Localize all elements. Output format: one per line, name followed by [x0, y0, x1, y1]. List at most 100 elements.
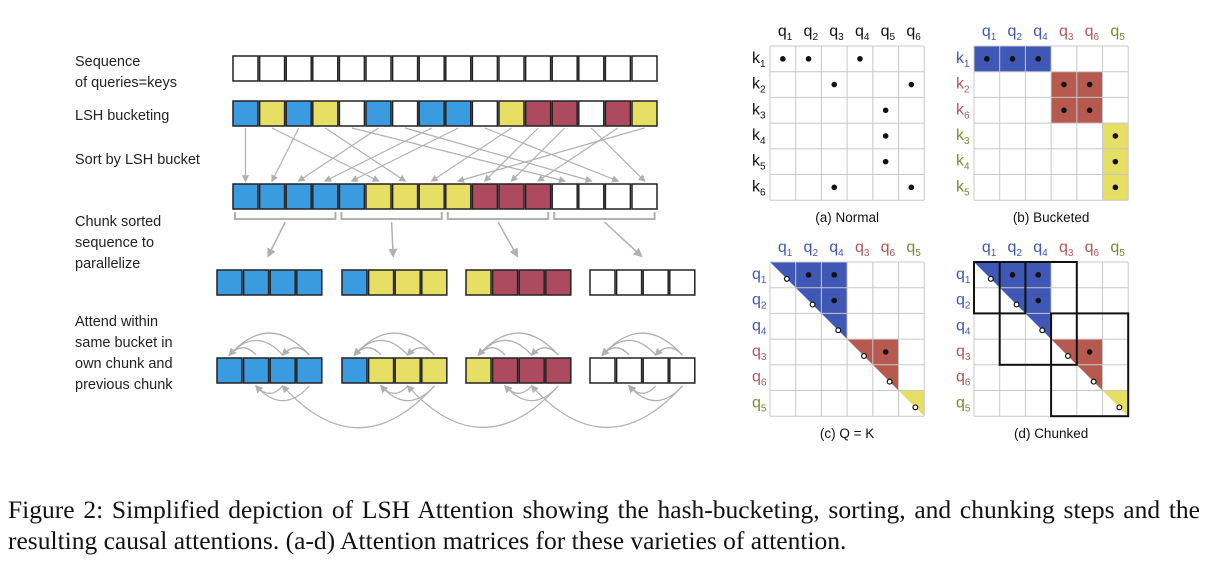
attention-arc [504, 384, 533, 394]
sorted-token-10 [471, 183, 499, 210]
sorted-token-1 [232, 183, 259, 210]
sorted-token-13 [551, 183, 578, 210]
bucketed-token-8 [418, 100, 445, 127]
attention-arc [530, 384, 683, 428]
attention-dot [908, 184, 915, 191]
row-label-4: Chunk sorted [75, 214, 161, 230]
attention-arc [477, 339, 533, 357]
sequence-token-13 [551, 55, 578, 82]
row-label-1: of queries=keys [75, 75, 177, 91]
chunk-bracket [446, 212, 550, 220]
column-label: q2 [804, 239, 819, 259]
chunk-token-3 [269, 269, 296, 296]
attention-dot [805, 272, 812, 278]
row-label: q1 [956, 266, 971, 286]
figure-caption: Figure 2: Simplified depiction of LSH At… [8, 495, 1200, 555]
sequence-token-3 [285, 55, 312, 82]
attention-arc [628, 384, 683, 402]
attention-dot [780, 56, 786, 62]
attend-token-2 [242, 357, 270, 384]
self-attention-dot [1039, 327, 1046, 334]
sort-arrow [430, 127, 512, 182]
attend-token-8 [421, 357, 448, 384]
bucket-fill [898, 390, 925, 417]
sequence-token-6 [365, 55, 392, 82]
self-attention-dot [1064, 352, 1071, 359]
bucketed-token-6 [365, 100, 392, 127]
sorted-token-5 [338, 183, 366, 210]
attention-dot [1035, 297, 1042, 304]
bucketed-token-2 [258, 100, 286, 127]
column-label: q4 [1033, 23, 1048, 43]
column-label: q5 [881, 23, 896, 43]
bucketed-token-12 [524, 100, 552, 127]
row-label: k2 [956, 76, 970, 96]
self-attention-dot [835, 327, 842, 334]
self-attention-dot [1090, 378, 1097, 385]
column-label: q1 [778, 239, 793, 259]
sort-arrow [536, 127, 619, 182]
self-attention-dot [1116, 404, 1123, 411]
chunk-arrow [388, 221, 398, 258]
matrix-caption: (d) Chunked [1014, 426, 1088, 441]
column-label: q5 [906, 239, 921, 259]
column-label: q3 [1059, 239, 1074, 259]
sort-arrow [510, 127, 566, 183]
sorted-token-16 [631, 183, 658, 210]
sort-arrow [350, 127, 459, 182]
chunk-bracket [553, 212, 656, 220]
sequence-token-2 [258, 55, 286, 82]
attention-arc [228, 347, 257, 357]
row-label: q4 [752, 317, 767, 337]
row-label-5: Attend within [75, 314, 158, 330]
attention-dot [984, 56, 990, 62]
chunk-token-4 [296, 269, 323, 296]
chunk-token-14 [615, 269, 643, 296]
row-label: q4 [956, 317, 971, 337]
column-label: q6 [1085, 239, 1100, 259]
sequence-token-1 [232, 55, 259, 82]
attend-token-16 [669, 357, 696, 384]
attention-arc [353, 347, 382, 357]
attention-dot [908, 81, 915, 88]
column-label: q1 [982, 23, 997, 43]
sorted-token-14 [578, 183, 605, 210]
row-label: k2 [752, 76, 766, 96]
sort-arrow [324, 127, 432, 182]
column-label: q6 [1085, 23, 1100, 43]
sequence-token-11 [498, 55, 525, 82]
chunk-token-1 [216, 269, 243, 296]
bucketed-token-15 [604, 100, 632, 127]
bucket-fill [1102, 390, 1129, 417]
column-label: q6 [906, 23, 921, 43]
sequence-token-16 [631, 55, 658, 82]
attention-arc [380, 384, 409, 394]
column-label: q2 [1008, 23, 1023, 43]
bucket-fill [974, 262, 1052, 340]
sort-arrow [351, 127, 567, 184]
row-label: q6 [956, 369, 971, 389]
self-attention-dot [987, 275, 994, 282]
attention-arc [654, 347, 683, 357]
column-label: q5 [1110, 239, 1125, 259]
attention-dot [1086, 349, 1093, 355]
attend-token-7 [394, 357, 421, 384]
column-label: q2 [1008, 239, 1023, 259]
sorted-token-2 [258, 183, 286, 210]
chunk-arrow [497, 221, 519, 258]
self-attention-dot [783, 275, 790, 282]
attention-dot [1061, 81, 1067, 88]
attention-arc [255, 384, 310, 402]
attention-arc [281, 384, 435, 429]
attention-dot [882, 158, 889, 165]
attend-token-1 [216, 357, 243, 384]
sequence-token-14 [578, 55, 605, 82]
attention-arc [406, 347, 435, 357]
chunk-token-11 [518, 269, 545, 296]
attention-arc [380, 384, 435, 402]
sorted-token-11 [498, 183, 525, 210]
attention-dot [1061, 107, 1067, 114]
attention-dot [1086, 107, 1093, 114]
chunk-token-13 [589, 269, 616, 296]
